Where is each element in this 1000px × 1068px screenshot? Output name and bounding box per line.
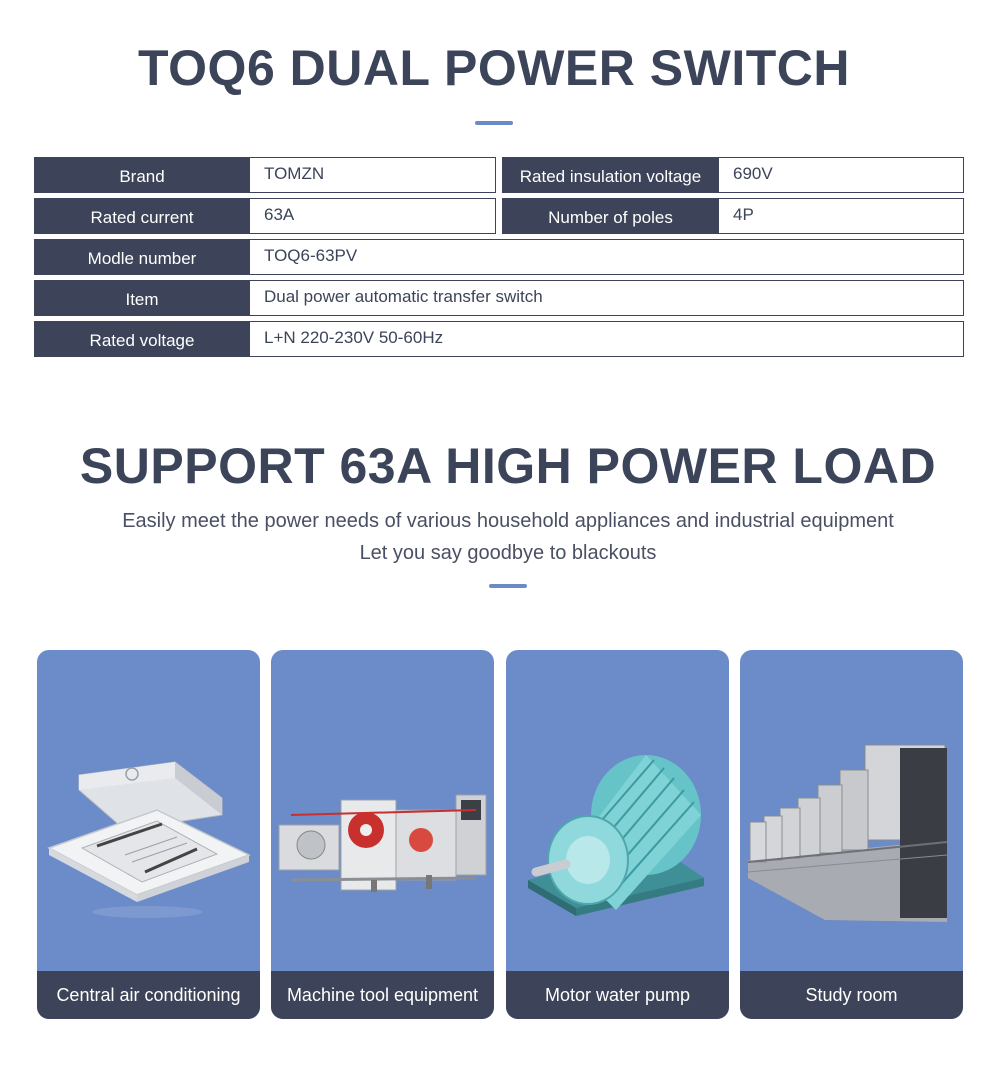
spec-value: TOQ6-63PV (250, 239, 964, 275)
spec-label: Modle number (34, 239, 250, 275)
card-caption: Central air conditioning (37, 971, 260, 1019)
spec-value: 63A (250, 198, 496, 234)
printing-machine-icon (747, 744, 948, 922)
subtitle-underline (489, 584, 527, 588)
spec-row-model: Modle number TOQ6-63PV (34, 239, 964, 275)
motor-pump-icon (528, 755, 704, 916)
spec-row-poles: Number of poles 4P (502, 198, 964, 234)
title-underline (475, 121, 513, 125)
spec-row-brand: Brand TOMZN (34, 157, 496, 193)
spec-value: 4P (719, 198, 964, 234)
spec-label: Rated insulation voltage (502, 157, 719, 193)
page-title: TOQ6 DUAL POWER SWITCH (138, 40, 850, 96)
card-study-room: Study room (740, 650, 963, 1019)
card-caption: Study room (740, 971, 963, 1019)
spec-row-voltage: Rated voltage L+N 220-230V 50-60Hz (34, 321, 964, 357)
spec-row-item: Item Dual power automatic transfer switc… (34, 280, 964, 316)
spec-value: 690V (719, 157, 964, 193)
spec-value: L+N 220-230V 50-60Hz (250, 321, 964, 357)
spec-row-current: Rated current 63A (34, 198, 496, 234)
air-conditioner-icon (47, 761, 251, 918)
spec-label: Brand (34, 157, 250, 193)
spec-row-insulation: Rated insulation voltage 690V (502, 157, 964, 193)
spec-value: Dual power automatic transfer switch (250, 280, 964, 316)
section-title: SUPPORT 63A HIGH POWER LOAD (79, 438, 937, 494)
card-motor-pump: Motor water pump (506, 650, 729, 1019)
card-caption: Machine tool equipment (271, 971, 494, 1019)
spec-label: Item (34, 280, 250, 316)
section-subtitle-line2: Let you say goodbye to blackouts (359, 542, 657, 564)
card-caption: Motor water pump (506, 971, 729, 1019)
section-subtitle-line1: Easily meet the power needs of various h… (122, 510, 894, 532)
card-machine-tool: Machine tool equipment (271, 650, 494, 1019)
spec-value: TOMZN (250, 157, 496, 193)
spec-label: Rated voltage (34, 321, 250, 357)
machine-tool-icon (278, 794, 487, 892)
card-air-conditioning: Central air conditioning (37, 650, 260, 1019)
spec-label: Rated current (34, 198, 250, 234)
spec-label: Number of poles (502, 198, 719, 234)
